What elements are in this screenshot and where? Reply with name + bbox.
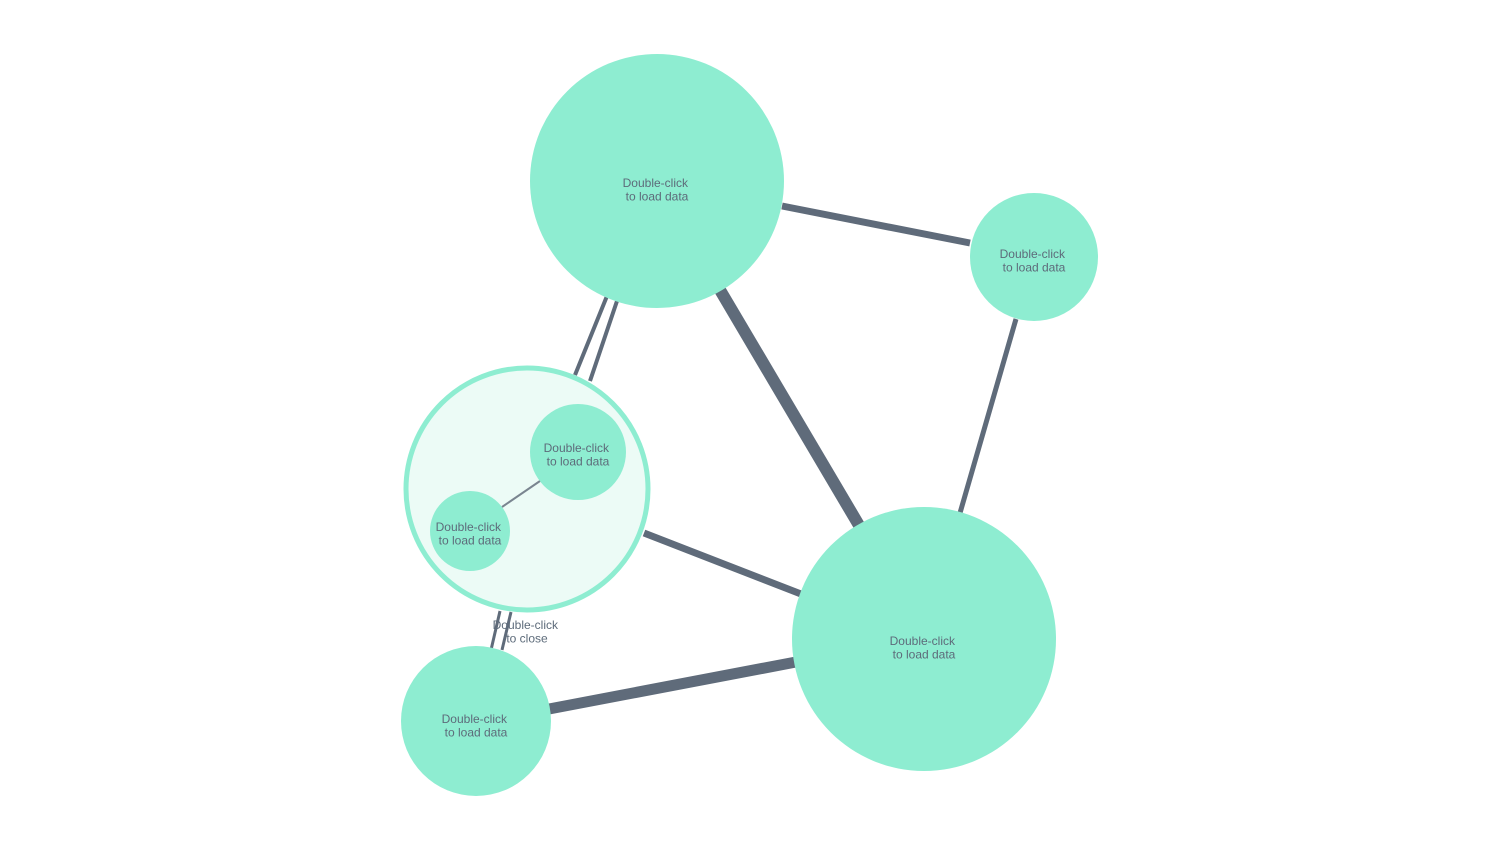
- node-bottom-left-circle[interactable]: [401, 646, 551, 796]
- node-bottom-right[interactable]: Double-click to load data: [792, 507, 1056, 771]
- node-right[interactable]: Double-click to load data: [970, 193, 1098, 321]
- combo-inner-edge[interactable]: [501, 480, 541, 508]
- edge-top-bottom-right[interactable]: [714, 286, 866, 531]
- edge-right-bottom-right[interactable]: [957, 318, 1019, 514]
- combo-label-line1: Double-click: [493, 618, 559, 632]
- edge-top-combo-a[interactable]: [573, 295, 609, 376]
- node-bottom-right-circle[interactable]: [792, 507, 1056, 771]
- node-bottom-left[interactable]: Double-click to load data: [401, 646, 551, 796]
- combo-group[interactable]: [403, 365, 651, 613]
- edge-combo-bottom-left-a[interactable]: [489, 610, 502, 651]
- node-right-circle[interactable]: [970, 193, 1098, 321]
- edge-top-right[interactable]: [781, 202, 971, 247]
- node-combo-child-large-circle[interactable]: [530, 404, 626, 500]
- edges-layer: [489, 202, 1019, 715]
- node-combo-child-small[interactable]: Double-click to load data: [430, 491, 510, 571]
- node-combo-child-small-circle[interactable]: [430, 491, 510, 571]
- combo-label-line2: to close: [506, 632, 548, 646]
- node-top-circle[interactable]: [530, 54, 784, 308]
- node-combo-child-large[interactable]: Double-click to load data: [530, 404, 626, 500]
- edge-combo-bottom-left-b[interactable]: [500, 611, 513, 651]
- edge-top-combo-b[interactable]: [588, 300, 619, 382]
- edge-bottom-left-bottom-right[interactable]: [547, 656, 798, 715]
- edge-combo-bottom-right[interactable]: [642, 529, 803, 598]
- node-top[interactable]: Double-click to load data: [530, 54, 784, 308]
